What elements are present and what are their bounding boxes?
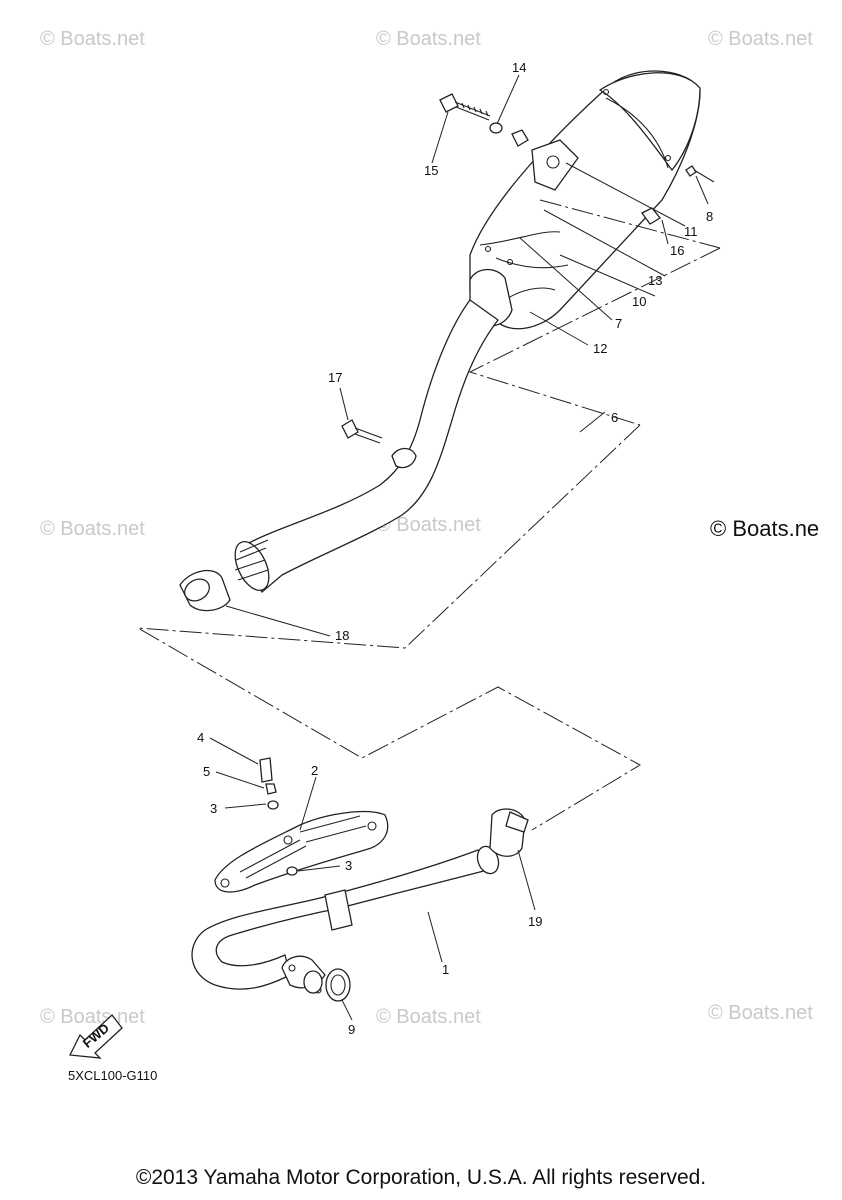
watermark: © Boats.net [708,1002,813,1024]
bolt [439,93,491,121]
callout-6: 9 [348,1022,355,1037]
callout-13: 18 [335,628,349,643]
washer [489,122,503,134]
callout-17: 14 [512,60,526,75]
callout-12: 11 [684,224,698,239]
assembly-boundary [137,424,642,831]
callout-4: 4 [197,730,204,745]
callout-5: 5 [203,764,210,779]
muffler-silencer [469,70,701,330]
heat-protector [214,810,389,893]
bolt [341,419,383,444]
exhaust-pipe-middle [234,299,499,594]
screw [685,165,715,183]
watermark: © Boats.net [376,514,481,536]
gasket-ring [179,569,231,612]
collar [511,129,529,147]
callout-10: 10 [632,294,646,309]
exhaust-pipe-header [191,845,500,994]
washer [286,866,298,876]
watermark-large: © Boats.ne [710,516,820,541]
callout-18: 15 [424,163,438,178]
callout-11: 12 [593,341,607,356]
callout-7: 6 [611,410,618,425]
callout-9: 8 [706,209,713,224]
watermark: © Boats.net [376,28,481,50]
assembly-boundary [539,199,721,249]
bolt [259,757,273,783]
callout-3: 3 [345,858,352,873]
watermark: © Boats.net [40,518,145,540]
gasket [325,968,351,1002]
callout-15: 16 [670,243,684,258]
forward-arrow-icon: FWD [68,1014,123,1059]
clamp [489,808,529,857]
callout-1: 1 [442,962,449,977]
watermark: © Boats.net [40,1006,145,1028]
callout-14: 13 [648,273,662,288]
callout-16: 19 [528,914,542,929]
watermark: © Boats.net [376,1006,481,1028]
assembly-boundary [468,247,721,426]
nut [265,783,277,795]
copyright-notice: ©2013 Yamaha Motor Corporation, U.S.A. A… [135,1166,707,1189]
drawing-code: 5XCL100-G110 [68,1068,158,1083]
grommet [641,207,661,225]
watermark: © Boats.net [40,28,145,50]
callout-19: 17 [328,370,342,385]
washer [267,800,279,810]
watermark: © Boats.net [708,28,813,50]
callout-8: 7 [615,316,622,331]
callout-2: 2 [311,763,318,778]
callout-3: 3 [210,801,217,816]
